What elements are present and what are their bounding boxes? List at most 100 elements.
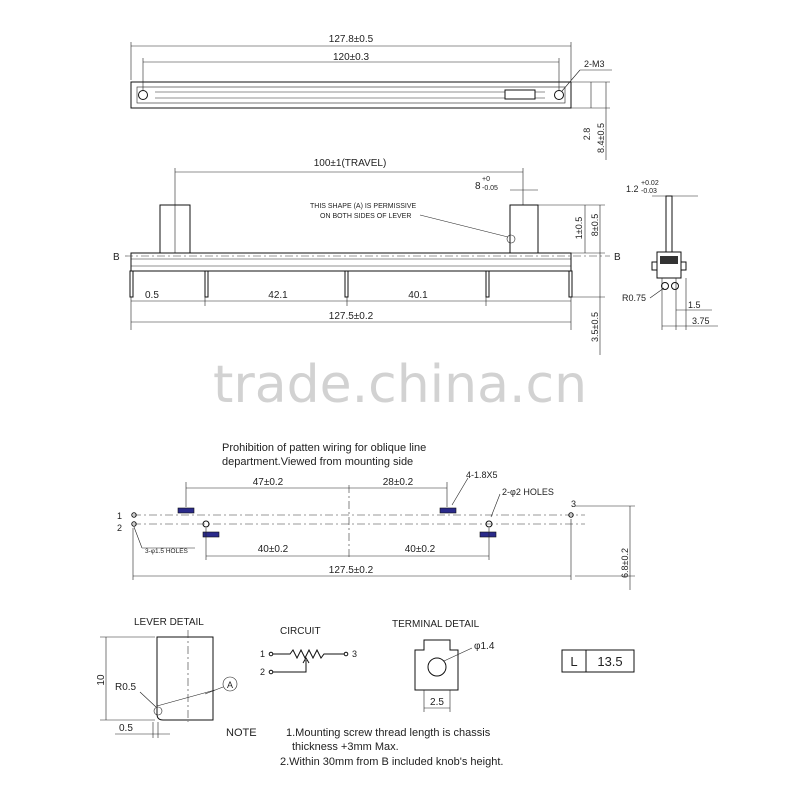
terminal-detail: TERMINAL DETAIL φ1.4 2.5 bbox=[392, 619, 495, 712]
pcb-slot-pad-4 bbox=[479, 531, 497, 538]
side-view: 100±1(TRAVEL) 8 +0 -0.05 THIS SHAPE (A) … bbox=[113, 158, 621, 355]
notes-line1: 1.Mounting screw thread length is chassi… bbox=[286, 727, 491, 739]
top-dim-screw: 2-M3 bbox=[584, 59, 605, 69]
circuit-diagram: CIRCUIT 1 2 3 bbox=[260, 626, 357, 677]
side-shape-a-marker bbox=[506, 234, 516, 244]
side-dim-pin-height: 3.5±0.5 bbox=[590, 312, 600, 342]
terminal-detail-dim-hole: φ1.4 bbox=[474, 641, 495, 652]
side-pin-4 bbox=[485, 270, 490, 298]
top-dim-height-small: 2.8 bbox=[582, 128, 592, 141]
end-pin-circle-right bbox=[671, 282, 679, 290]
side-dim-lever-tol-lower: -0.05 bbox=[482, 185, 498, 192]
notes-line2: 2.Within 30mm from B included knob's hei… bbox=[280, 756, 503, 768]
circuit-resistor bbox=[273, 648, 344, 660]
end-view: 1.2 +0.02 -0.03 1.5 3.75 R0.75 bbox=[622, 180, 718, 330]
side-dim-left-offset: 0.5 bbox=[145, 290, 159, 301]
pcb-slots-leader bbox=[451, 477, 469, 506]
end-dim-thickness-tol-upper: +0.02 bbox=[641, 180, 659, 187]
lever-detail-bevel bbox=[156, 689, 216, 707]
length-box-label: L bbox=[570, 654, 577, 669]
end-dim-lever-thickness: 1.2 bbox=[626, 184, 639, 194]
end-dim-width: 3.75 bbox=[692, 316, 710, 326]
end-lever bbox=[665, 195, 673, 253]
end-pin-circle-left bbox=[661, 282, 669, 290]
pcb-dim-slots: 4-1.8X5 bbox=[466, 470, 498, 480]
lever-detail-marker-circle bbox=[222, 676, 238, 692]
side-dim-eight: 8±0.5 bbox=[590, 214, 600, 236]
side-dim-one: 1±0.5 bbox=[574, 217, 584, 239]
notes-heading: NOTE bbox=[226, 727, 257, 739]
side-label-b-left: B bbox=[113, 252, 120, 263]
end-body-tab-left bbox=[651, 261, 658, 271]
top-lever-knob bbox=[504, 89, 536, 100]
pcb-pin-3: 3 bbox=[571, 499, 576, 509]
notes-line1b: thickness +3mm Max. bbox=[292, 741, 399, 753]
circuit-wiper-wire bbox=[273, 660, 307, 673]
circuit-pin-1: 1 bbox=[260, 649, 265, 659]
side-body-outline bbox=[130, 252, 572, 272]
pcb-dim-right: 28±0.2 bbox=[383, 477, 414, 488]
end-body bbox=[656, 251, 682, 279]
lever-detail-dim-height: 10 bbox=[96, 674, 107, 686]
side-dim-bottom-overall: 127.5±0.2 bbox=[329, 311, 374, 322]
circuit-node-1 bbox=[268, 651, 274, 657]
top-body-outline bbox=[130, 81, 572, 109]
end-body-tab-right bbox=[680, 261, 687, 271]
pcb-pin-1: 1 bbox=[117, 511, 122, 521]
side-label-b-right: B bbox=[614, 252, 621, 263]
top-dim-overall: 127.8±0.5 bbox=[329, 34, 374, 45]
side-dim-left-span: 42.1 bbox=[268, 290, 288, 301]
lever-detail-dim-radius: R0.5 bbox=[115, 682, 137, 693]
top-mount-hole-left bbox=[138, 90, 148, 100]
end-dim-thickness-tol-lower: -0.03 bbox=[641, 188, 657, 195]
circuit-wiper-arrow bbox=[302, 657, 310, 664]
pcb-dim-left: 47±0.2 bbox=[253, 477, 284, 488]
top-dim-holes: 120±0.3 bbox=[333, 52, 370, 63]
pcb-dim-lower-right: 40±0.2 bbox=[405, 544, 436, 555]
pcb-pin-2: 2 bbox=[117, 523, 122, 533]
side-dim-travel: 100±1(TRAVEL) bbox=[314, 158, 387, 169]
pcb-dim-overall: 127.5±0.2 bbox=[329, 565, 374, 576]
lever-detail-marker-leader bbox=[204, 686, 224, 695]
lever-detail-radius-leader bbox=[139, 691, 157, 708]
pcb-holes2-leader bbox=[490, 493, 501, 518]
pcb-note-line1: Prohibition of patten wiring for oblique… bbox=[222, 442, 426, 454]
length-box: L 13.5 bbox=[561, 649, 635, 673]
terminal-detail-outline bbox=[414, 639, 459, 691]
pcb-hole-pin-3 bbox=[568, 512, 574, 518]
side-pin-2 bbox=[204, 270, 209, 298]
pcb-slot-pad-2 bbox=[202, 531, 220, 538]
pcb-hole-pin-2 bbox=[131, 521, 137, 527]
pcb-dim-holes2: 2-φ2 HOLES bbox=[502, 487, 554, 497]
pcb-slot-pad-1 bbox=[177, 507, 195, 514]
side-pin-right bbox=[568, 270, 573, 298]
lever-detail-dim-offset: 0.5 bbox=[119, 723, 133, 734]
lever-detail-outline bbox=[156, 636, 214, 721]
top-screw-leader bbox=[561, 69, 581, 92]
pcb-layout: Prohibition of patten wiring for oblique… bbox=[117, 442, 635, 590]
lever-detail-marker: A bbox=[227, 680, 233, 690]
lever-detail-radius-circle bbox=[153, 706, 163, 716]
pcb-hole-pin-1 bbox=[131, 512, 137, 518]
circuit-pin-3: 3 bbox=[352, 649, 357, 659]
lever-detail: LEVER DETAIL 10 R0.5 0.5 A bbox=[96, 617, 238, 738]
lever-detail-title: LEVER DETAIL bbox=[134, 617, 204, 628]
notes: NOTE 1.Mounting screw thread length is c… bbox=[226, 727, 503, 768]
side-pin-3 bbox=[344, 270, 349, 298]
pcb-slot-pad-3 bbox=[439, 507, 457, 514]
length-box-outline bbox=[561, 649, 635, 673]
circuit-pin-2: 2 bbox=[260, 667, 265, 677]
circuit-title: CIRCUIT bbox=[280, 626, 321, 637]
terminal-detail-dim-width: 2.5 bbox=[430, 697, 444, 708]
terminal-detail-hole bbox=[427, 657, 447, 677]
end-radius-leader bbox=[649, 287, 665, 299]
side-note-line2: ON BOTH SIDES OF LEVER bbox=[320, 213, 411, 220]
top-view: 127.8±0.5 120±0.3 2-M3 2.8 8.4±0.5 bbox=[130, 34, 612, 160]
end-body-dark bbox=[660, 256, 678, 264]
side-note-leader bbox=[419, 214, 509, 238]
terminal-detail-title: TERMINAL DETAIL bbox=[392, 619, 480, 630]
watermark-text: trade.china.cn bbox=[213, 355, 587, 415]
side-dim-right-span: 40.1 bbox=[408, 290, 428, 301]
circuit-node-3 bbox=[343, 651, 349, 657]
